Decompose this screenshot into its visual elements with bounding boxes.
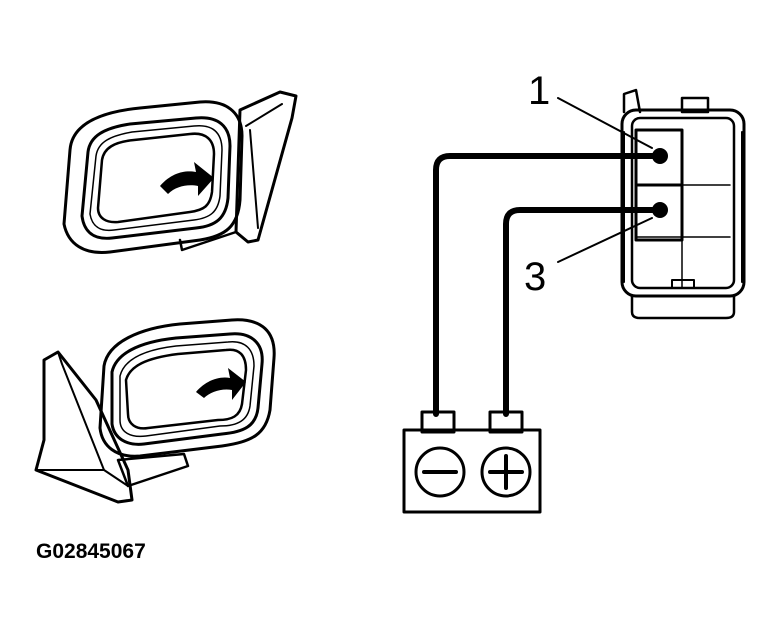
curved-arrow-icon [196,368,246,400]
lower-mirror [34,318,276,504]
test-leads [433,153,661,417]
lead-pin-1 [433,153,661,417]
curved-arrow-icon [160,162,214,196]
upper-mirror [62,90,298,254]
mirror-connector [620,88,746,320]
minus-icon [414,446,466,498]
figure-code: G02845067 [36,540,146,563]
battery [402,410,542,514]
pin-3-contact [652,202,668,218]
pin-1-label: 1 [528,69,550,113]
pin-3-label: 3 [524,255,546,299]
pin-1-contact [652,148,668,164]
lead-pin-3 [503,207,661,417]
plus-icon [480,446,532,498]
